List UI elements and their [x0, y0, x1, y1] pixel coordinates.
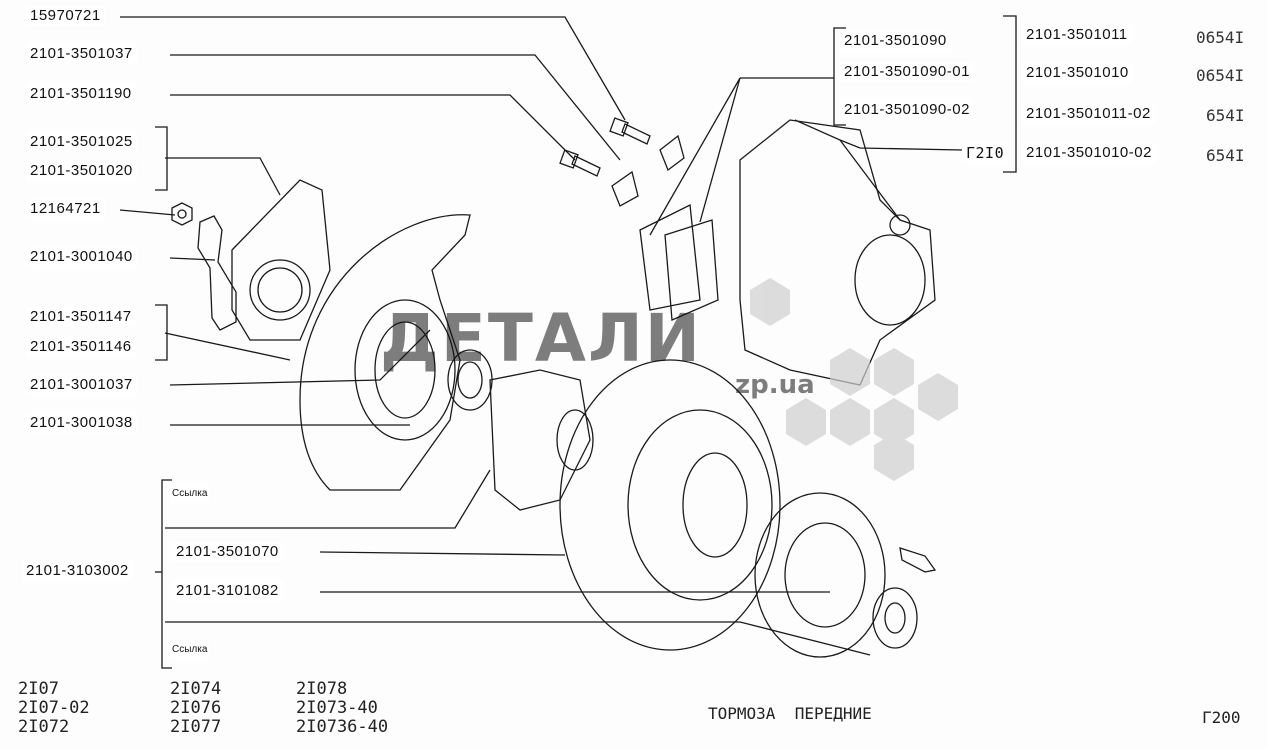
bracket	[1003, 15, 1017, 173]
clip-part	[659, 134, 685, 172]
diagram-title: ТОРМОЗА ПЕРЕДНИЕ	[708, 704, 872, 723]
model-list: 2I07 2I07-02 2I072	[18, 679, 90, 737]
brake-pad	[639, 203, 701, 311]
part-label[interactable]: 2101-3501190	[26, 84, 136, 104]
clip-part	[611, 170, 639, 207]
hub-part	[489, 369, 591, 511]
bolt-part	[559, 149, 601, 177]
part-label[interactable]: 2101-3501020	[26, 161, 137, 181]
bracket	[155, 126, 168, 191]
leader-line	[169, 257, 216, 261]
leader-line	[169, 329, 431, 386]
group-label: Г2I0	[962, 143, 1009, 163]
bearing-right	[872, 587, 918, 649]
brake-disc	[559, 359, 781, 651]
part-label[interactable]: 2101-3501010-02	[1022, 143, 1156, 163]
hub-flange	[754, 492, 886, 658]
part-label[interactable]: 2101-3001038	[26, 413, 137, 433]
part-label[interactable]: 2101-3101082	[172, 581, 283, 601]
part-label[interactable]: 2101-3501090-02	[840, 100, 974, 120]
leader-line	[165, 157, 281, 196]
nut-part	[171, 202, 193, 226]
part-label[interactable]: 2101-3103002	[22, 561, 133, 581]
lock-plate	[197, 215, 237, 331]
part-label[interactable]: 2101-3501070	[172, 542, 283, 562]
group-code: 0654I	[1196, 66, 1245, 85]
part-label[interactable]: 2101-3501010	[1022, 63, 1133, 83]
part-label[interactable]: 2101-3501090	[840, 31, 951, 51]
page-code: Г200	[1202, 708, 1241, 727]
part-label[interactable]: 2101-3501090-01	[840, 62, 974, 82]
part-label[interactable]: 12164721	[26, 199, 105, 219]
group-code: 0654I	[1196, 28, 1245, 47]
leader-line	[165, 469, 491, 529]
watermark-hex-pattern	[750, 278, 958, 481]
leader-line	[319, 551, 566, 556]
shield-plate	[231, 179, 331, 341]
leader-line	[165, 621, 871, 656]
leader-line	[164, 332, 291, 361]
part-label[interactable]: 2101-3501011	[1022, 25, 1132, 45]
part-label[interactable]: 2101-3501011-02	[1022, 104, 1155, 124]
dust-shield	[299, 214, 471, 491]
brake-pad	[664, 219, 719, 321]
leader-line	[119, 209, 176, 216]
reference-link[interactable]: Ссылка	[170, 641, 210, 659]
part-label[interactable]: 15970721	[26, 6, 105, 26]
grease-fitting	[899, 547, 937, 573]
part-label[interactable]: 2101-3001040	[26, 247, 137, 267]
part-label[interactable]: 2101-3501146	[26, 337, 136, 357]
reference-link[interactable]: Ссылка	[170, 485, 210, 503]
model-list: 2I074 2I076 2I077	[170, 679, 222, 737]
leader-line	[170, 94, 576, 161]
bracket	[833, 27, 846, 126]
watermark-domain: zp.ua	[735, 370, 815, 400]
part-label[interactable]: 2101-3501025	[26, 132, 137, 152]
bolt-part	[609, 117, 651, 145]
leader-line	[120, 16, 626, 121]
bracket	[155, 304, 168, 361]
caliper-body	[739, 119, 936, 386]
part-label[interactable]: 2101-3001037	[26, 375, 137, 395]
watermark-brand: ДЕТАЛИ	[380, 300, 703, 377]
leader-line	[170, 54, 621, 161]
model-list: 2I078 2I073-40 2I0736-40	[296, 679, 389, 737]
part-label[interactable]: 2101-3501147	[26, 307, 136, 327]
group-code: 654I	[1206, 146, 1245, 165]
group-code: 654I	[1206, 106, 1245, 125]
part-label[interactable]: 2101-3501037	[26, 44, 137, 64]
bracket	[161, 479, 172, 669]
